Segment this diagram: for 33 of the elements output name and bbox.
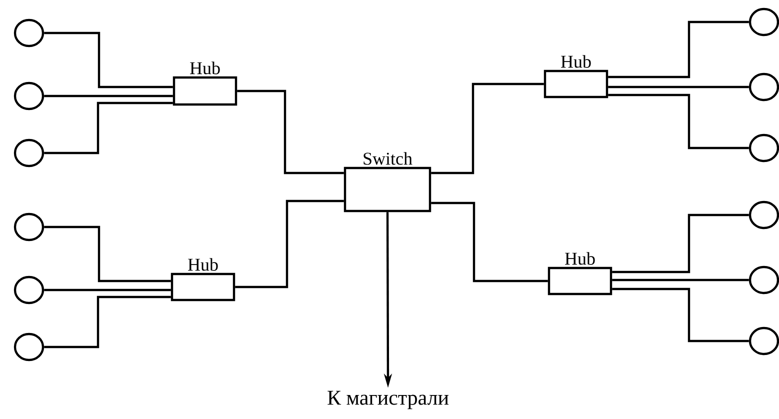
switch-box: Switch [344, 152, 432, 212]
terminal-circle [14, 332, 44, 362]
caption-text: К магистрали [328, 390, 449, 410]
hub-box: Hub [170, 258, 236, 302]
hub-box: Hub [548, 252, 612, 296]
connector-line [608, 94, 749, 150]
connector-line [44, 94, 173, 98]
connector-line [608, 86, 749, 88]
connector-line [612, 214, 749, 274]
connector-line [44, 296, 171, 348]
connector-line [431, 202, 548, 282]
connector-line [612, 278, 749, 282]
connector-line [44, 226, 171, 282]
hub-box: Hub [172, 62, 238, 106]
connector-line [44, 32, 173, 88]
terminal-circle [14, 138, 44, 168]
connector-line [612, 288, 749, 342]
terminal-circle [14, 212, 44, 242]
connector-line [431, 82, 544, 174]
connector-line [237, 90, 344, 174]
terminal-circle [14, 18, 44, 48]
node-label: Switch [364, 152, 412, 165]
connector-line [235, 200, 344, 288]
terminal-circle [14, 276, 44, 304]
hub-box: Hub [544, 55, 608, 98]
node-label: Hub [565, 252, 595, 265]
terminal-circle [14, 82, 44, 110]
node-label: Hub [561, 55, 591, 68]
node-label: Hub [188, 258, 218, 271]
connector-line [44, 288, 171, 292]
node-label: Hub [190, 62, 220, 74]
connector-line [44, 102, 173, 154]
connector-line [608, 20, 749, 78]
